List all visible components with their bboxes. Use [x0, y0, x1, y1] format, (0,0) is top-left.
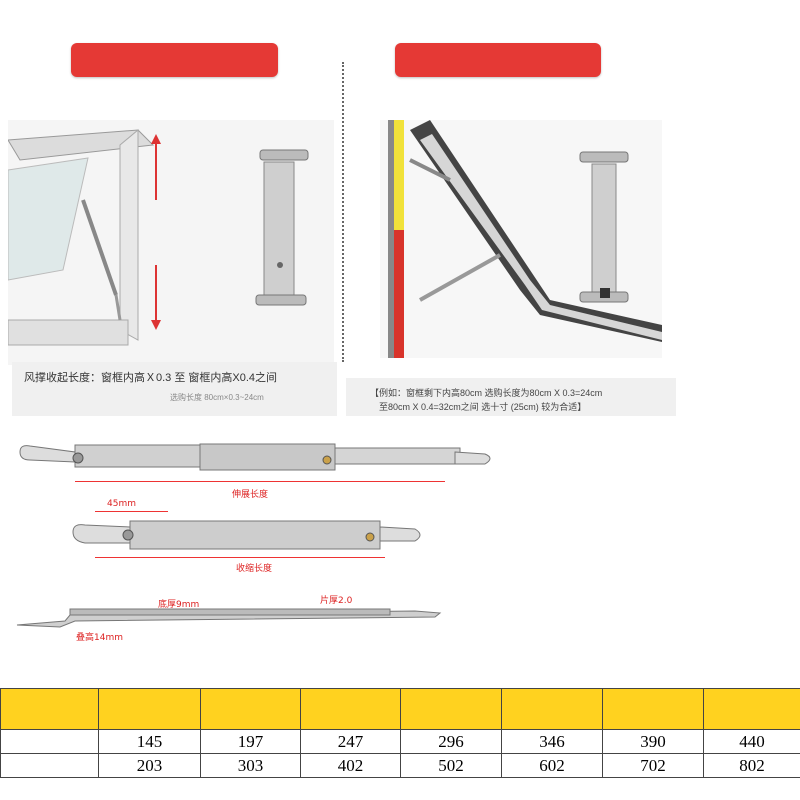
- table-cell: [0, 753, 99, 778]
- table-cell: [0, 729, 99, 754]
- table-header-cell: [703, 688, 800, 730]
- table-cell: 802: [703, 753, 800, 778]
- table-cell: 602: [501, 753, 603, 778]
- table-header-cell: [300, 688, 401, 730]
- hinge-extended-image: [19, 443, 491, 471]
- caption-right-line1: 【例如：窗框剩下内高80cm 选购长度为80cm X 0.3=24cm: [370, 388, 603, 398]
- table-cell: 203: [98, 753, 201, 778]
- table-header-cell: [501, 688, 603, 730]
- hinge-side: [15, 605, 445, 633]
- table-cell: 390: [602, 729, 704, 754]
- offset-label: 45mm: [107, 499, 136, 509]
- hinge-folded-image: [72, 520, 421, 550]
- table-cell: 440: [703, 729, 800, 754]
- table-cell: 296: [400, 729, 502, 754]
- table-cell: 145: [98, 729, 201, 754]
- hinge-side-image: [16, 608, 442, 628]
- table-cell: 702: [602, 753, 704, 778]
- window-photo-left: [7, 120, 334, 365]
- caption-box-left: [12, 362, 337, 416]
- table-header-cell: [200, 688, 301, 730]
- table-header-cell: [98, 688, 201, 730]
- table-row: 145 197 247 296 346 390 440: [0, 729, 800, 754]
- banner-right: [395, 43, 601, 77]
- extended-dimension-line: [75, 481, 445, 482]
- hinge-extended: [15, 440, 500, 500]
- banner-left: [71, 43, 278, 77]
- plate-thickness-label: 片厚2.0: [320, 596, 353, 606]
- stack-height-label: 叠高14mm: [76, 633, 123, 643]
- caption-left-main: 风撑收起长度：窗框内高Ｘ0.3 至 窗框内高X0.4之间: [24, 372, 278, 384]
- spec-table: 145 197 247 296 346 390 440 203 303 402 …: [0, 688, 800, 778]
- extended-length-label: 伸展长度: [232, 490, 269, 500]
- table-header-row: [0, 688, 800, 730]
- table-row: 203 303 402 502 602 702 802: [0, 753, 800, 778]
- caption-box-right: [346, 378, 676, 416]
- caption-left-sub: 选购长度 80cm×0.3~24cm: [170, 393, 264, 402]
- table-header-cell: [0, 688, 99, 730]
- window-hinge-image: [7, 120, 334, 365]
- table-cell: 402: [300, 753, 401, 778]
- table-cell: 247: [300, 729, 401, 754]
- caption-right-line2: 至80cm X 0.4=32cm之间 选十寸 (25cm) 较为合适】: [379, 402, 587, 412]
- hinge-folded: [70, 517, 440, 559]
- window-stay-image: [380, 120, 662, 358]
- table-cell: 197: [200, 729, 301, 754]
- base-thickness-label: 底厚9mm: [158, 600, 200, 610]
- table-header-cell: [602, 688, 704, 730]
- folded-length-label: 收缩长度: [236, 564, 273, 574]
- section-divider: [342, 62, 344, 362]
- table-cell: 346: [501, 729, 603, 754]
- window-photo-right: [380, 120, 662, 358]
- table-header-cell: [400, 688, 502, 730]
- table-cell: 303: [200, 753, 301, 778]
- table-cell: 502: [400, 753, 502, 778]
- offset-dimension-line: [95, 511, 168, 512]
- folded-dimension-line: [95, 557, 385, 558]
